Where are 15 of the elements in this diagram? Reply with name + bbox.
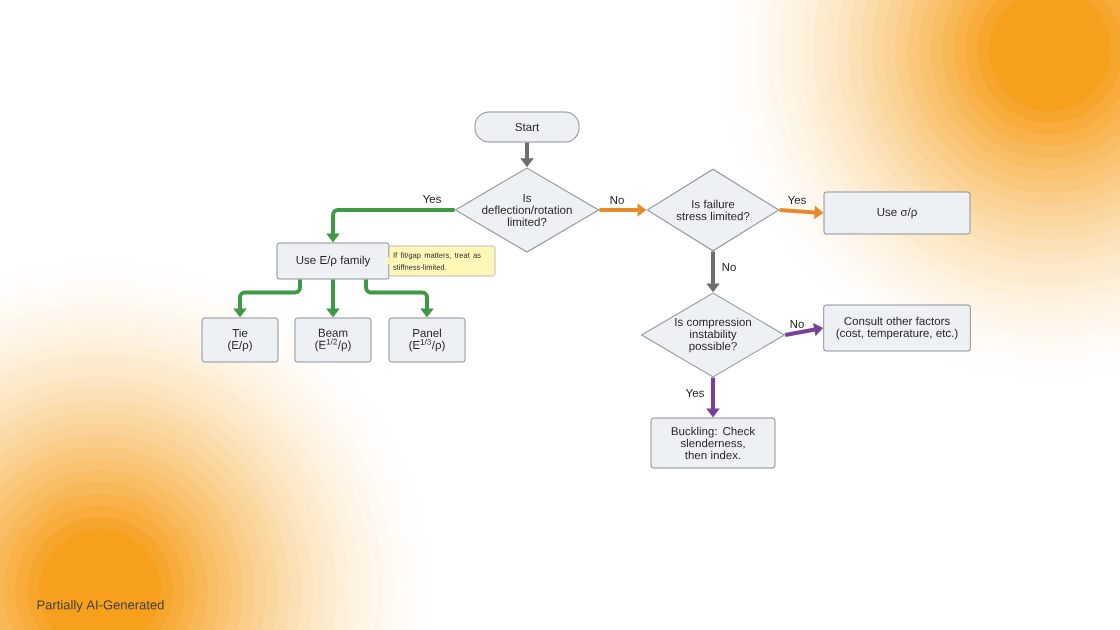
edge-label: Yes [685,389,704,397]
footer-note: Partially AI-Generated [37,599,164,613]
process-box: Beam (E$^{1/2}$/ρ) [294,317,372,363]
edge-label: No [722,263,736,271]
edge-label: No [790,320,804,328]
start-terminal: Start [474,111,580,143]
edge-label: Yes [422,195,441,203]
process-box: Use σ/ρ [823,191,971,235]
edge-label: No [610,196,624,204]
process-box: Tie (E/ρ) [201,317,279,363]
edge-label: Yes [787,196,806,204]
process-box: Consult other factors (cost, temperature, etc.) [823,304,971,352]
process-box: Buckling: Check slenderness, then index. [650,417,776,469]
process-box: Use E/ρ family [276,242,390,280]
process-box: Panel (E$^{1/3}$/ρ) [388,317,466,363]
